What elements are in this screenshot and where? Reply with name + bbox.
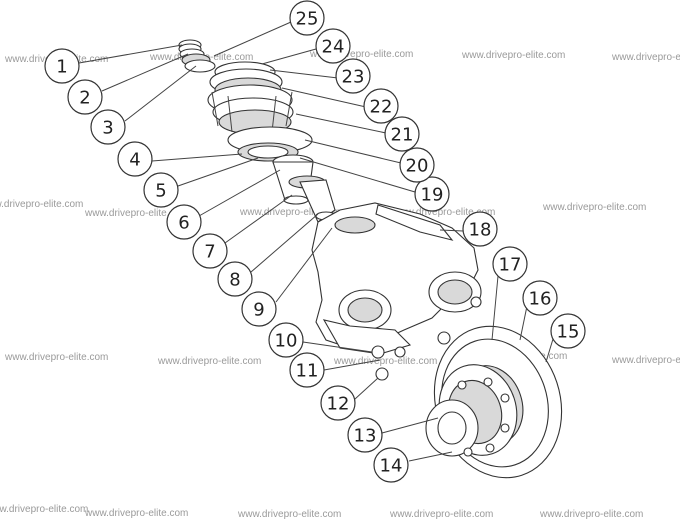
callout-19: 19 <box>414 176 450 212</box>
callout-12: 12 <box>320 385 356 421</box>
callout-8: 8 <box>217 261 253 297</box>
callout-label: 9 <box>253 300 264 321</box>
watermark: www.drivepro-elite.com <box>539 509 643 520</box>
callout-21: 21 <box>384 116 420 152</box>
callout-label: 6 <box>178 213 189 234</box>
callout-label: 2 <box>79 88 90 109</box>
callout-label: 25 <box>296 9 319 30</box>
callout-9: 9 <box>241 291 277 327</box>
pinion-cone <box>272 154 337 223</box>
callout-13: 13 <box>347 417 383 453</box>
watermark: www.drivepro-elite.com <box>391 207 495 218</box>
callout-2: 2 <box>67 79 103 115</box>
watermark: www.drivepro-elite.com <box>84 508 188 519</box>
callout-label: 3 <box>102 118 113 139</box>
callout-label: 13 <box>354 426 377 447</box>
callout-label: 10 <box>275 331 298 352</box>
watermark: www.drivepro-elite.com <box>309 49 413 60</box>
callout-20: 20 <box>399 147 435 183</box>
callouts: 1 2 3 4 5 6 7 8 9 10 11 12 13 14 15 16 1… <box>44 0 586 483</box>
callout-label: 17 <box>499 255 522 276</box>
parts-drawing <box>178 39 563 479</box>
watermark: www.drivepro-elite.com <box>237 509 341 520</box>
watermark: www.drivepro-elite.com <box>0 199 83 210</box>
callout-7: 7 <box>192 233 228 269</box>
axle-housing <box>311 202 482 381</box>
callout-17: 17 <box>492 246 528 282</box>
callout-5: 5 <box>143 172 179 208</box>
callout-label: 1 <box>56 57 67 78</box>
callout-label: 24 <box>322 37 345 58</box>
callout-1: 1 <box>44 48 80 84</box>
callout-22: 22 <box>363 88 399 124</box>
callout-label: 20 <box>406 156 429 177</box>
watermark: www.drivepro-elite.com <box>157 356 261 367</box>
watermark: www.drivepro-elite.com <box>4 352 108 363</box>
callout-18: 18 <box>462 211 498 247</box>
callout-label: 11 <box>296 361 319 382</box>
watermark: www.drivepro-elite.com <box>333 356 437 367</box>
callout-label: 12 <box>327 394 350 415</box>
wheel-hub <box>425 364 518 457</box>
callout-10: 10 <box>268 322 304 358</box>
watermark: www.drivepro-elite.com <box>389 509 493 520</box>
callout-label: 15 <box>557 322 580 343</box>
callout-6: 6 <box>166 204 202 240</box>
watermark: www.drivepro-elite.com <box>611 355 680 366</box>
watermark: www.drivepro-elite.com <box>461 50 565 61</box>
callout-label: 7 <box>204 242 215 263</box>
callout-15: 15 <box>550 313 586 349</box>
watermark: www.drivepro-elite.com <box>611 52 680 63</box>
callout-24: 24 <box>315 28 351 64</box>
callout-label: 14 <box>380 456 403 477</box>
callout-3: 3 <box>90 109 126 145</box>
callout-14: 14 <box>373 447 409 483</box>
watermark: www.drivepro-elite.com <box>0 504 88 515</box>
watermark: www.drivepro-elite.com <box>84 208 188 219</box>
callout-label: 22 <box>370 97 393 118</box>
callout-23: 23 <box>335 58 371 94</box>
callout-25: 25 <box>289 0 325 36</box>
callout-label: 18 <box>469 220 492 241</box>
callout-label: 16 <box>529 289 552 310</box>
leader-lines <box>78 21 554 462</box>
watermark: www.drivepro-elite.com <box>542 202 646 213</box>
spring-stack <box>178 39 216 73</box>
callout-label: 8 <box>229 270 240 291</box>
callout-16: 16 <box>522 280 558 316</box>
callout-label: 23 <box>342 67 365 88</box>
callout-11: 11 <box>289 352 325 388</box>
upper-hub <box>207 61 294 135</box>
callout-label: 5 <box>155 181 166 202</box>
callout-label: 21 <box>391 125 414 146</box>
callout-4: 4 <box>117 141 153 177</box>
callout-label: 19 <box>421 185 444 206</box>
callout-label: 4 <box>129 150 140 171</box>
watermark: www.drivepro-elite.com <box>239 207 343 218</box>
